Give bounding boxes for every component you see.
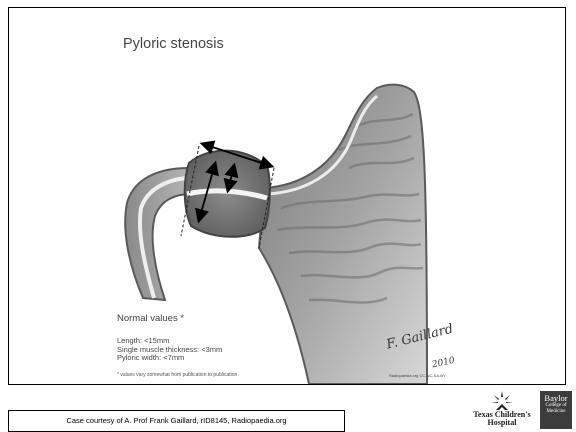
normal-values-footnote: * values vary somewhat from publication … (117, 372, 237, 378)
normal-value-width: Pyloric width: <7mm (117, 354, 222, 363)
footer-divider (59, 384, 521, 385)
college-name-line1: Baylor (540, 394, 572, 403)
normal-values-heading: Normal values * (117, 313, 184, 324)
college-name-line3: Medicine (540, 409, 572, 415)
normal-values-list: Length: <15mm Single muscle thickness: <… (117, 337, 222, 363)
stomach-pylorus-illustration (9, 8, 565, 384)
license-text: Radiopaedia.org CC-NC-SA-BY (389, 373, 446, 378)
texas-childrens-logo: Texas Children's Hospital (462, 391, 542, 429)
baylor-college-logo: Baylor College of Medicine (540, 391, 572, 429)
slide-frame: Pyloric stenosis Normal values * Length:… (8, 7, 566, 385)
hospital-name-line2: Hospital (462, 419, 542, 427)
star-logo-icon (491, 391, 513, 411)
case-credit: Case courtesy of A. Prof Frank Gaillard,… (8, 410, 345, 432)
figure-title: Pyloric stenosis (123, 36, 224, 52)
